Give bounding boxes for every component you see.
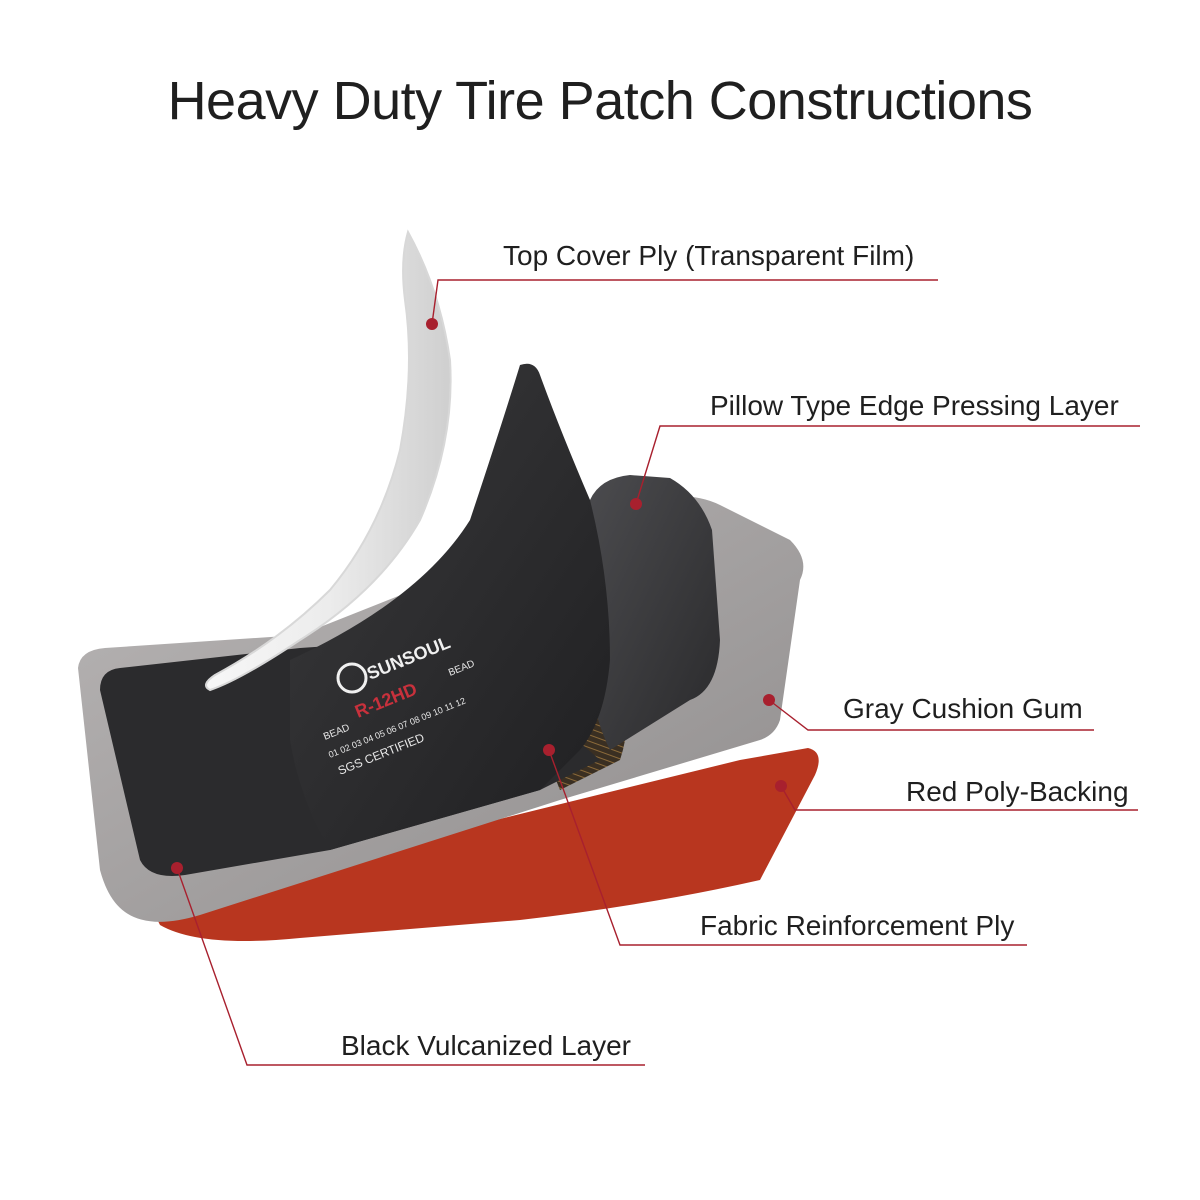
label-red-backing: Red Poly-Backing [906,776,1129,807]
leader-fabric-ply [548,749,1027,946]
marker-dot-red-backing [775,780,787,792]
label-black-layer: Black Vulcanized Layer [341,1030,632,1061]
leader-black-layer [176,867,645,1066]
marker-dot-fabric-ply [543,744,555,756]
marker-dot-top-cover [426,318,438,330]
leader-lines [176,279,1140,1066]
black-vulcanized-curl [290,363,610,850]
pillow-edge-layer [590,475,720,750]
label-fabric-ply: Fabric Reinforcement Ply [700,910,1015,941]
top-cover-film [205,229,452,692]
leader-top-cover [431,279,938,325]
leader-red-backing [780,785,1138,811]
label-top-cover: Top Cover Ply (Transparent Film) [503,240,915,271]
marker-dot-pillow-edge [630,498,642,510]
leader-gray-cushion [768,699,1094,731]
marker-dot-black-layer [171,862,183,874]
label-pillow-edge: Pillow Type Edge Pressing Layer [710,390,1119,421]
red-backing-layer [150,748,819,942]
brand-logo-icon [336,662,368,694]
marker-dot-gray-cushion [763,694,775,706]
page-title: Heavy Duty Tire Patch Constructions [167,71,1033,131]
label-gray-cushion: Gray Cushion Gum [843,693,1083,724]
leader-pillow-edge [635,425,1140,505]
